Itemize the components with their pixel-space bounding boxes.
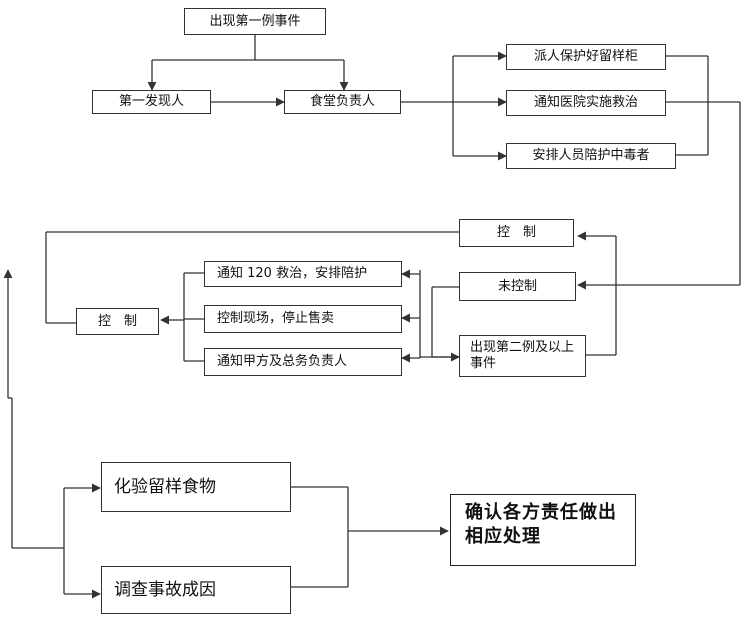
node-second-case: 出现第二例及以上事件 — [459, 335, 586, 377]
node-notify-hospital: 通知医院实施救治 — [506, 90, 666, 116]
node-first-finder: 第一发现人 — [92, 90, 211, 114]
node-control-site: 控制现场，停止售卖 — [204, 305, 402, 333]
node-investigate: 调查事故成因 — [101, 566, 291, 614]
node-uncontrolled: 未控制 — [459, 272, 576, 301]
node-confirm-responsibility: 确认各方责任做出相应处理 — [450, 494, 636, 566]
node-test-samples: 化验留样食物 — [101, 462, 291, 512]
node-canteen-head: 食堂负责人 — [284, 90, 401, 114]
node-controlled-left: 控 制 — [76, 308, 159, 335]
node-notify-120: 通知 120 救治，安排陪护 — [204, 261, 402, 287]
node-first-case: 出现第一例事件 — [184, 8, 326, 35]
node-notify-party-a: 通知甲方及总务负责人 — [204, 348, 402, 376]
node-controlled-top: 控 制 — [459, 219, 574, 247]
node-keep-samples: 派人保护好留样柜 — [506, 44, 666, 70]
node-accompany-victims: 安排人员陪护中毒者 — [506, 143, 676, 169]
